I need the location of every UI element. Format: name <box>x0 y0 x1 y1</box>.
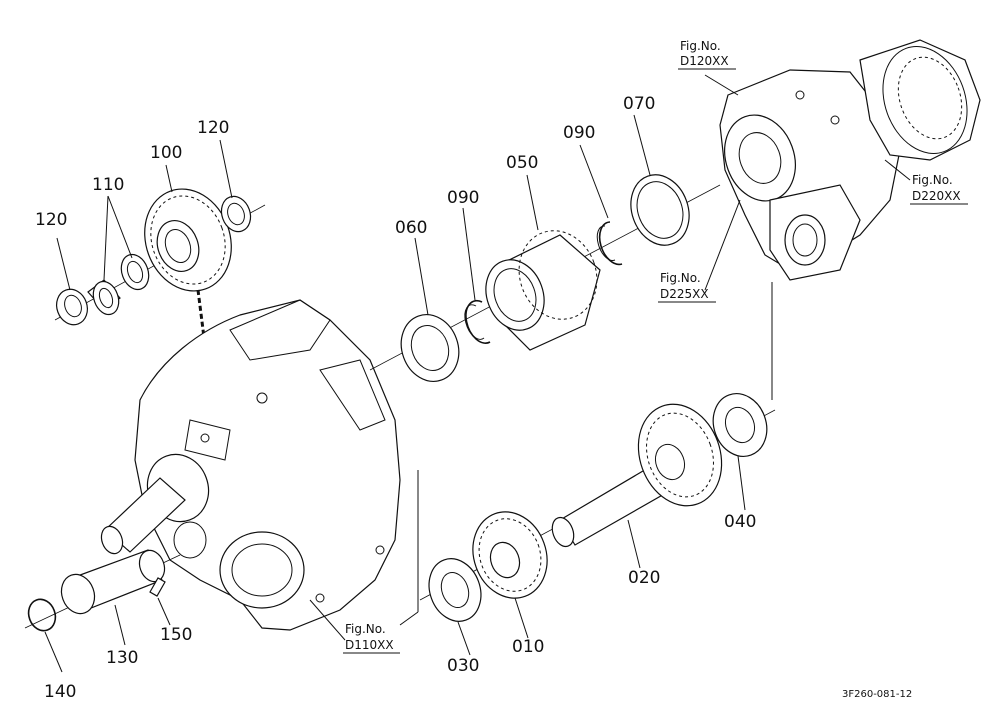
lower-shaft-parts <box>419 393 776 622</box>
label-140: 140 <box>44 682 76 702</box>
label-050: 050 <box>506 153 538 173</box>
upper-gear-group <box>54 188 266 500</box>
upper-right-assembly <box>719 39 981 400</box>
label-010: 010 <box>512 637 544 657</box>
middle-shaft-parts <box>369 174 721 382</box>
bearing-030 <box>428 558 482 622</box>
bearing-070 <box>630 174 690 246</box>
label-090-right: 090 <box>563 123 595 143</box>
snap-ring-090-left <box>464 299 491 344</box>
figref-d225: Fig.No. D225XX <box>658 271 716 303</box>
label-100: 100 <box>150 143 182 163</box>
label-060: 060 <box>395 218 427 238</box>
svg-text:D220XX: D220XX <box>912 189 961 203</box>
gear-100 <box>144 188 232 292</box>
label-120-left: 120 <box>35 210 67 230</box>
label-090-left: 090 <box>447 188 479 208</box>
svg-text:Fig.No.: Fig.No. <box>660 271 701 285</box>
svg-text:Fig.No.: Fig.No. <box>345 622 386 636</box>
figref-d110: Fig.No. D110XX <box>343 622 400 654</box>
part-labels: 120 110 100 120 060 090 050 090 070 040 … <box>35 94 756 702</box>
washer-120-right <box>220 195 252 233</box>
svg-text:D110XX: D110XX <box>345 638 394 652</box>
leader-lines <box>44 74 911 673</box>
label-020: 020 <box>628 568 660 588</box>
drawing-code: 3F260-081-12 <box>842 689 912 700</box>
lower-left-parts <box>24 549 181 632</box>
label-070: 070 <box>623 94 655 114</box>
gear-050 <box>485 230 601 351</box>
label-030: 030 <box>447 656 479 676</box>
figref-d220: Fig.No. D220XX <box>910 173 968 205</box>
label-150: 150 <box>160 625 192 645</box>
svg-text:D225XX: D225XX <box>660 287 709 301</box>
figure-references: Fig.No. D120XX Fig.No. D220XX Fig.No. D2… <box>343 39 968 654</box>
pin-150 <box>149 577 166 597</box>
snap-ring-090-right <box>596 221 623 266</box>
bearing-060 <box>400 314 460 382</box>
svg-text:Fig.No.: Fig.No. <box>680 39 721 53</box>
shaft-020 <box>551 403 723 548</box>
svg-text:Fig.No.: Fig.No. <box>912 173 953 187</box>
main-housing <box>100 299 401 631</box>
label-120-right: 120 <box>197 118 229 138</box>
gear-010 <box>472 511 548 599</box>
label-040: 040 <box>724 512 756 532</box>
cap-130 <box>60 549 166 615</box>
o-ring-140 <box>27 598 57 632</box>
needle-bearing-110-b <box>120 253 150 291</box>
needle-bearing-110-a <box>87 279 121 316</box>
svg-text:D120XX: D120XX <box>680 54 729 68</box>
bearing-040 <box>712 393 768 457</box>
figref-d120: Fig.No. D120XX <box>678 39 736 70</box>
label-130: 130 <box>106 648 138 668</box>
washer-120-left <box>56 288 88 326</box>
label-110: 110 <box>92 175 124 195</box>
